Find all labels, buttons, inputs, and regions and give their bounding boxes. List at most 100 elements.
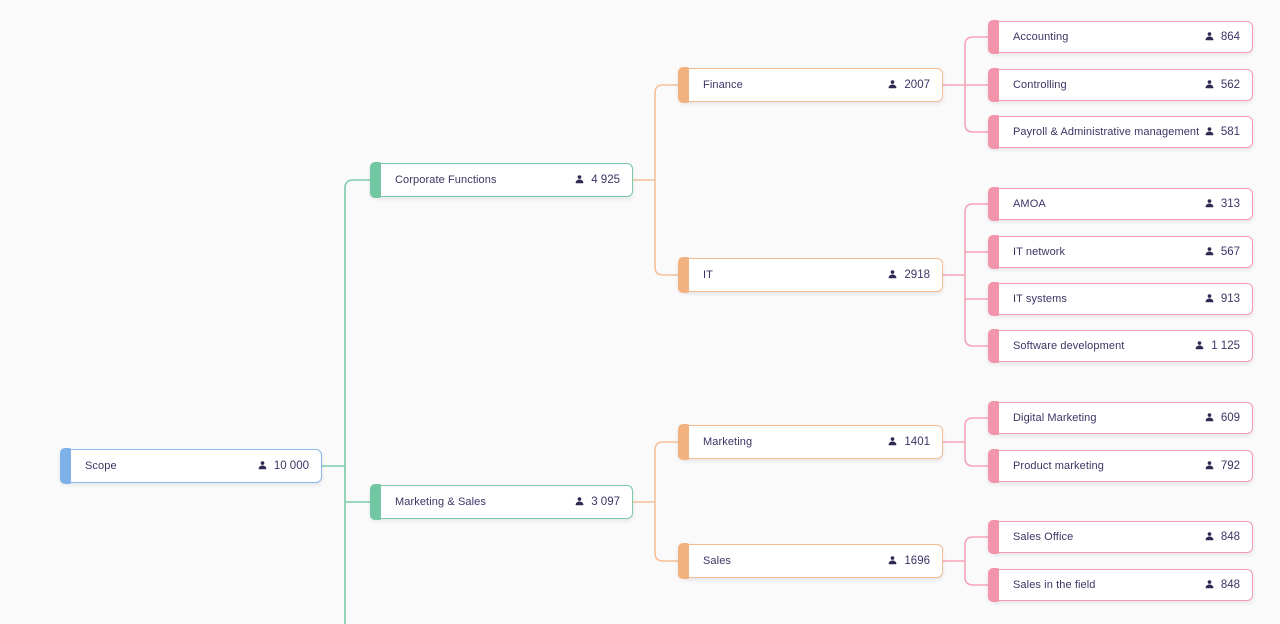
connector-divisions-trunk — [344, 179, 370, 624]
connector-marketing-sales-trunk — [654, 441, 678, 562]
node-label: Sales — [703, 555, 732, 567]
headcount: 4 925 — [573, 174, 620, 187]
person-icon — [1205, 126, 1214, 135]
node-sales-in-the-field[interactable]: Sales in the field 848 — [988, 568, 1253, 602]
node-amoa[interactable]: AMOA 313 — [988, 187, 1253, 221]
node-color-tab — [988, 187, 999, 221]
node-color-tab — [370, 162, 381, 198]
node-label: IT network — [1013, 246, 1066, 258]
headcount-value: 609 — [1220, 412, 1240, 424]
person-icon — [1195, 340, 1204, 349]
node-color-tab — [678, 424, 689, 460]
headcount-value: 562 — [1220, 79, 1240, 91]
person-icon — [888, 79, 897, 88]
node-color-tab — [988, 68, 999, 102]
node-label: Scope — [85, 460, 117, 472]
person-icon — [1205, 198, 1214, 207]
person-icon — [888, 436, 897, 445]
headcount: 313 — [1203, 198, 1240, 211]
headcount-value: 792 — [1220, 460, 1240, 472]
node-label: Controlling — [1013, 79, 1067, 91]
person-icon — [888, 555, 897, 564]
headcount: 848 — [1203, 531, 1240, 544]
headcount-value: 848 — [1220, 579, 1240, 591]
node-sales[interactable]: Sales 1696 — [678, 543, 943, 579]
connector-marketing-trunk — [964, 417, 988, 467]
person-icon — [1205, 412, 1214, 421]
node-label: IT systems — [1013, 293, 1067, 305]
node-sales-office[interactable]: Sales Office 848 — [988, 520, 1253, 554]
node-it-network[interactable]: IT network 567 — [988, 235, 1253, 269]
headcount: 562 — [1203, 79, 1240, 92]
connector-finance-trunk — [964, 36, 988, 133]
headcount: 1696 — [886, 555, 930, 568]
node-label: Marketing & Sales — [395, 496, 486, 508]
headcount: 10 000 — [256, 460, 309, 473]
headcount: 2918 — [886, 269, 930, 282]
node-label: Marketing — [703, 436, 753, 448]
node-color-tab — [60, 448, 71, 484]
headcount: 567 — [1203, 246, 1240, 259]
node-label: AMOA — [1013, 198, 1046, 210]
headcount: 609 — [1203, 412, 1240, 425]
person-icon — [1205, 531, 1214, 540]
node-label: Digital Marketing — [1013, 412, 1097, 424]
headcount: 913 — [1203, 293, 1240, 306]
node-color-tab — [678, 543, 689, 579]
node-color-tab — [678, 257, 689, 293]
node-label: Software development — [1013, 340, 1125, 352]
node-label: Finance — [703, 79, 743, 91]
node-product-marketing[interactable]: Product marketing 792 — [988, 449, 1253, 483]
headcount-value: 3 097 — [591, 496, 620, 508]
headcount: 3 097 — [573, 496, 620, 509]
node-color-tab — [678, 67, 689, 103]
headcount-value: 581 — [1220, 126, 1240, 138]
headcount-value: 313 — [1220, 198, 1240, 210]
headcount-value: 10 000 — [273, 460, 309, 472]
person-icon — [1205, 79, 1214, 88]
person-icon — [1205, 460, 1214, 469]
node-marketing[interactable]: Marketing 1401 — [678, 424, 943, 460]
headcount-value: 1696 — [904, 555, 930, 567]
headcount-value: 2007 — [904, 79, 930, 91]
node-marketing-sales[interactable]: Marketing & Sales 3 097 — [370, 484, 633, 520]
node-color-tab — [988, 329, 999, 363]
node-controlling[interactable]: Controlling 562 — [988, 68, 1253, 102]
headcount: 848 — [1203, 579, 1240, 592]
person-icon — [1205, 293, 1214, 302]
node-payroll[interactable]: Payroll & Administrative management 581 — [988, 115, 1253, 149]
headcount: 1401 — [886, 436, 930, 449]
node-color-tab — [988, 449, 999, 483]
connector-sales-trunk — [964, 536, 988, 586]
node-label: IT — [703, 269, 713, 281]
node-label: Accounting — [1013, 31, 1069, 43]
headcount-value: 1 125 — [1211, 340, 1240, 352]
person-icon — [888, 269, 897, 278]
headcount: 2007 — [886, 79, 930, 92]
headcount-value: 913 — [1220, 293, 1240, 305]
node-digital-marketing[interactable]: Digital Marketing 609 — [988, 401, 1253, 435]
node-software-development[interactable]: Software development 1 125 — [988, 329, 1253, 363]
connector-corporate-functions-trunk — [654, 84, 678, 276]
headcount-value: 864 — [1220, 31, 1240, 43]
node-it-systems[interactable]: IT systems 913 — [988, 282, 1253, 316]
node-corporate-functions[interactable]: Corporate Functions 4 925 — [370, 162, 633, 198]
node-label: Sales in the field — [1013, 579, 1096, 591]
person-icon — [1205, 31, 1214, 40]
connector-it-trunk — [964, 203, 988, 347]
node-label: Corporate Functions — [395, 174, 497, 186]
headcount-value: 1401 — [904, 436, 930, 448]
headcount: 1 125 — [1193, 340, 1240, 353]
node-scope[interactable]: Scope 10 000 — [60, 448, 322, 484]
person-icon — [575, 496, 584, 505]
person-icon — [1205, 579, 1214, 588]
node-color-tab — [988, 401, 999, 435]
person-icon — [258, 460, 267, 469]
node-color-tab — [988, 115, 999, 149]
node-it[interactable]: IT 2918 — [678, 257, 943, 293]
node-label: Product marketing — [1013, 460, 1104, 472]
node-accounting[interactable]: Accounting 864 — [988, 20, 1253, 54]
node-finance[interactable]: Finance 2007 — [678, 67, 943, 103]
node-color-tab — [988, 235, 999, 269]
